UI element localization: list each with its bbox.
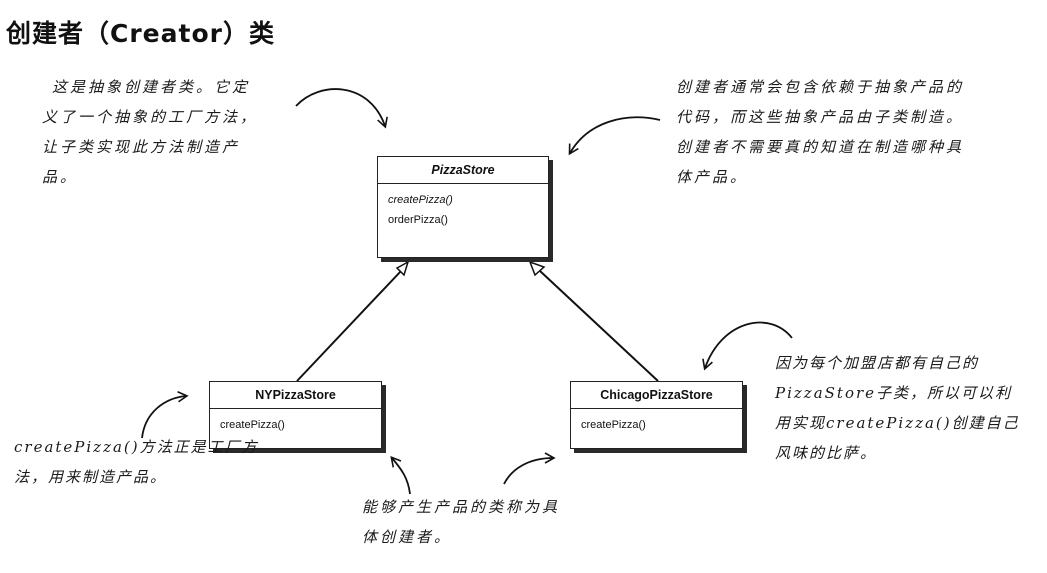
- inheritance-triangle-right: [528, 260, 546, 277]
- class-name: PizzaStore: [378, 157, 548, 184]
- method-create-pizza: createPizza(): [388, 194, 453, 206]
- annotation-creator-code: 创建者通常会包含依赖于抽象产品的 代码，而这些抽象产品由子类制造。 创建者不需要…: [676, 78, 965, 186]
- inheritance-line-ny: [296, 270, 402, 382]
- inheritance-triangle-left: [395, 260, 410, 277]
- annotation-arrow-creator-code: [568, 116, 661, 156]
- annotation-arrow-subclass: [702, 321, 793, 371]
- annotation-arrow-concrete-left: [390, 455, 411, 495]
- annotation-arrow-factory-method: [141, 391, 189, 439]
- class-name: ChicagoPizzaStore: [571, 382, 742, 409]
- class-ny-pizza-store: NYPizzaStore createPizza(): [209, 381, 382, 449]
- class-pizza-store: PizzaStore createPizza() orderPizza(): [377, 156, 549, 258]
- method-create-pizza: createPizza(): [581, 419, 646, 431]
- class-chicago-pizza-store: ChicagoPizzaStore createPizza(): [570, 381, 743, 449]
- inheritance-line-chicago: [539, 270, 659, 382]
- method-create-pizza: createPizza(): [220, 419, 285, 431]
- annotation-subclass-flavor: 因为每个加盟店都有自己的 PizzaStore子类，所以可以利 用实现creat…: [775, 354, 1020, 462]
- annotation-arrow-concrete-right: [503, 452, 556, 485]
- annotation-abstract-creator: 这是抽象创建者类。它定 义了一个抽象的工厂方法， 让子类实现此方法制造产 品。: [42, 78, 259, 186]
- class-name: NYPizzaStore: [210, 382, 381, 409]
- method-order-pizza: orderPizza(): [388, 214, 448, 226]
- annotation-concrete-creators: 能够产生产品的类称为具 体创建者。: [362, 498, 561, 546]
- annotation-factory-method: createPizza()方法正是工厂方 法，用来制造产品。: [14, 438, 259, 486]
- page-title: 创建者（Creator）类: [6, 19, 275, 48]
- annotation-arrow-abstract-creator: [295, 88, 388, 129]
